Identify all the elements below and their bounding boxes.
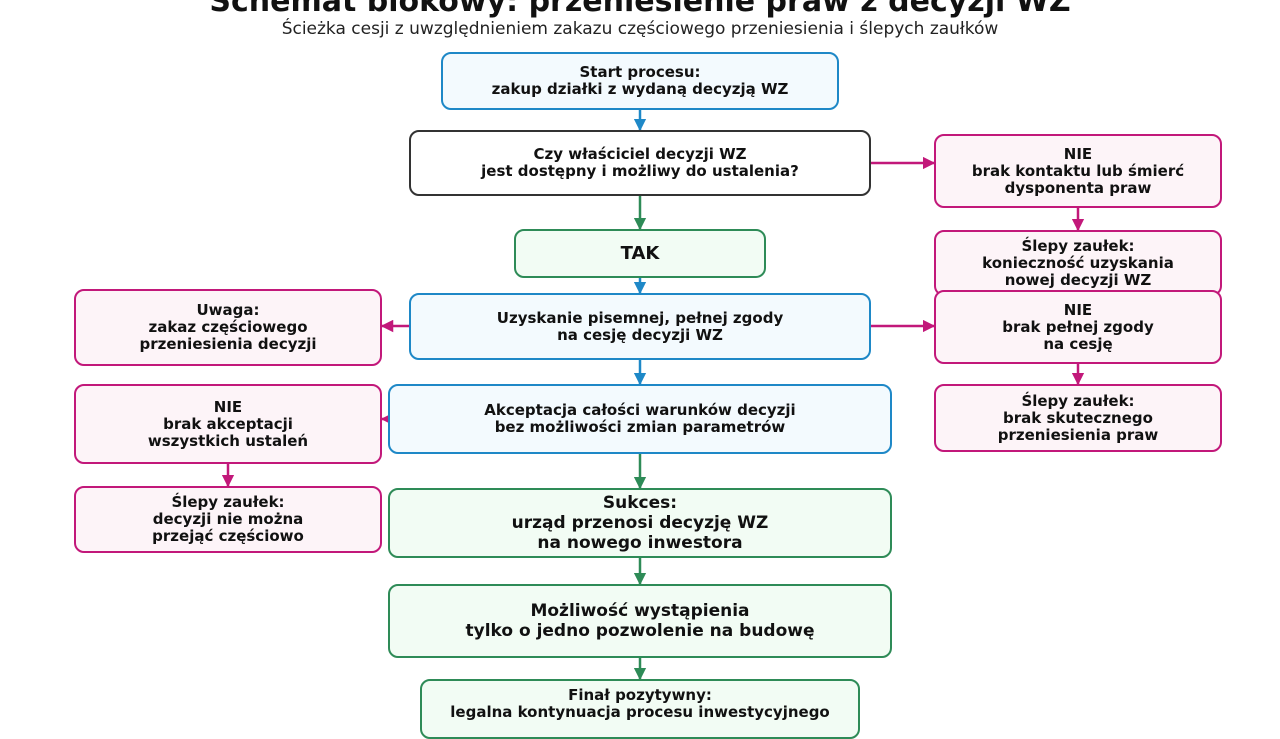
success-line-3: na nowego inwestora [537, 533, 743, 553]
final-line-1: Finał pozytywny: [568, 686, 712, 704]
nie-no-consent-line-2: brak pełnej zgody [1002, 317, 1154, 336]
consent-line-1: Uzyskanie pisemnej, pełnej zgody [496, 308, 784, 327]
success-box: Sukces: urząd przenosi decyzję WZ na now… [388, 488, 892, 558]
dead-end-new-wz-line-3: nowej decyzji WZ [1004, 270, 1152, 289]
dead-end-no-transfer-line-3: przeniesienia praw [997, 425, 1159, 444]
nie-no-contact-box: NIE brak kontaktu lub śmierć dysponenta … [934, 134, 1222, 208]
accept-line-1: Akceptacja całości warunków decyzji [484, 401, 796, 419]
start-box: Start procesu: zakup działki z wydaną de… [441, 52, 839, 110]
dead-end-new-wz-box: Ślepy zaułek: konieczność uzyskania nowe… [934, 230, 1222, 296]
consent-box: Uzyskanie pisemnej, pełnej zgody na cesj… [409, 293, 871, 360]
consent-line-2: na cesję decyzji WZ [557, 325, 723, 344]
tak-box: TAK [514, 229, 766, 278]
dead-end-partial-box: Ślepy zaułek: decyzji nie można przejąć … [74, 486, 382, 553]
single-permit-line-2: tylko o jedno pozwolenie na budowę [465, 621, 815, 641]
owner-question-line-1: Czy właściciel decyzji WZ [533, 145, 747, 163]
accept-conditions-box: Akceptacja całości warunków decyzji bez … [388, 384, 892, 454]
start-box-line-2: zakup działki z wydaną decyzją WZ [491, 80, 789, 98]
dead-end-new-wz-line-2: konieczność uzyskania [982, 253, 1174, 272]
uwaga-line-1: Uwaga: [196, 301, 260, 319]
start-box-line-1: Start procesu: [579, 63, 701, 81]
uwaga-line-2: zakaz częściowego [148, 318, 308, 336]
diagram-title: Schemat blokowy: przeniesienie praw z de… [209, 0, 1071, 19]
nie-no-consent-line-1: NIE [1063, 300, 1093, 319]
nie-no-consent-line-3: na cesję [1043, 334, 1113, 353]
dead-end-partial-line-3: przejąć częściowo [152, 527, 304, 545]
nie-no-acceptance-box: NIE brak akceptacji wszystkich ustaleń [74, 384, 382, 464]
nie-no-consent-box: NIE brak pełnej zgody na cesję [934, 290, 1222, 364]
tak-label: TAK [620, 243, 660, 264]
uwaga-partial-ban-box: Uwaga: zakaz częściowego przeniesienia d… [74, 289, 382, 366]
success-line-1: Sukces: [602, 493, 678, 513]
dead-end-new-wz-line-1: Ślepy zaułek: [1021, 236, 1135, 255]
final-line-2: legalna kontynuacja procesu inwestycyjne… [450, 703, 830, 721]
uwaga-line-3: przeniesienia decyzji [139, 335, 317, 353]
dead-end-no-transfer-line-1: Ślepy zaułek: [1021, 391, 1135, 410]
dead-end-partial-line-1: Ślepy zaułek: [171, 493, 285, 511]
nie-no-contact-line-3: dysponenta praw [1004, 178, 1152, 197]
dead-end-no-transfer-line-2: brak skutecznego [1003, 408, 1153, 427]
dead-end-partial-line-2: decyzji nie można [152, 510, 304, 528]
final-positive-box: Finał pozytywny: legalna kontynuacja pro… [420, 679, 860, 739]
nie-no-acceptance-line-3: wszystkich ustaleń [147, 431, 309, 450]
owner-question-line-2: jest dostępny i możliwy do ustalenia? [481, 162, 799, 180]
single-permit-line-1: Możliwość wystąpienia [530, 601, 750, 621]
diagram-subtitle: Ścieżka cesji z uwzględnieniem zakazu cz… [281, 19, 999, 39]
single-permit-box: Możliwość wystąpienia tylko o jedno pozw… [388, 584, 892, 658]
nie-no-acceptance-line-2: brak akceptacji [163, 414, 293, 433]
success-line-2: urząd przenosi decyzję WZ [511, 513, 769, 533]
dead-end-no-transfer-box: Ślepy zaułek: brak skutecznego przeniesi… [934, 384, 1222, 452]
accept-line-2: bez możliwości zmian parametrów [494, 418, 786, 436]
nie-no-contact-line-2: brak kontaktu lub śmierć [971, 161, 1185, 180]
nie-no-acceptance-line-1: NIE [213, 397, 243, 416]
nie-no-contact-line-1: NIE [1063, 144, 1093, 163]
owner-question-box: Czy właściciel decyzji WZ jest dostępny … [409, 130, 871, 196]
